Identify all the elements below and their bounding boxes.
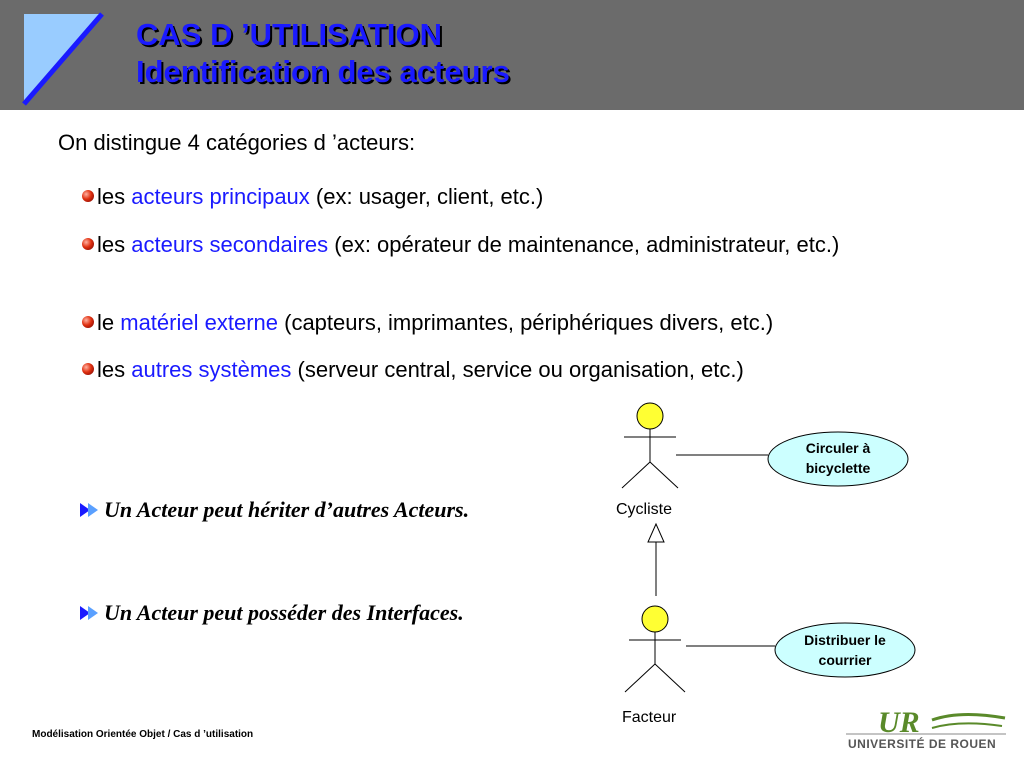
actor-label-cycliste: Cycliste	[616, 501, 673, 518]
note-item: Un Acteur peut posséder des Interfaces.	[80, 600, 464, 626]
bullet-highlight: matériel externe	[120, 310, 278, 335]
actor-cycliste-figure	[621, 402, 679, 489]
bullet-ball-icon	[82, 316, 94, 329]
actor-facteur-figure	[624, 605, 686, 693]
usecase-distribuer-ellipse	[774, 622, 916, 678]
footer-text: Modélisation Orientée Objet / Cas d ’uti…	[32, 729, 254, 740]
header-bar	[0, 0, 1024, 110]
bullet-item: le matériel externe (capteurs, imprimant…	[82, 308, 1002, 338]
bullet-ball-icon	[82, 238, 94, 251]
bullet-item: les acteurs secondaires (ex: opérateur d…	[82, 230, 1002, 260]
bullet-item: les autres systèmes (serveur central, se…	[82, 355, 1002, 385]
bullet-item: les acteurs principaux (ex: usager, clie…	[82, 182, 1002, 212]
page-title-line2: Identification des acteurs	[136, 54, 510, 89]
actor-label-facteur: Facteur	[622, 709, 677, 726]
page-title-line1: CAS D ’UTILISATION	[136, 17, 442, 52]
bullet-ball-icon	[82, 363, 94, 376]
corner-triangle-decoration	[22, 12, 104, 106]
double-arrow-icon	[80, 502, 98, 517]
usecase-label-distribuer: Distribuer le courrier	[804, 632, 886, 668]
double-arrow-icon	[80, 605, 98, 620]
generalization-arrowhead	[647, 522, 665, 543]
university-logo: UR	[846, 706, 1006, 739]
bullet-highlight: acteurs principaux	[131, 184, 310, 209]
bullet-ball-icon	[82, 190, 94, 203]
usecase-circuler-ellipse	[767, 431, 909, 487]
university-name: UNIVERSITÉ DE ROUEN	[848, 737, 997, 751]
bullet-highlight: autres systèmes	[131, 357, 292, 382]
bullet-highlight: acteurs secondaires	[131, 232, 329, 257]
note-item: Un Acteur peut hériter d’autres Acteurs.	[80, 497, 469, 523]
intro-text: On distingue 4 catégories d ’acteurs:	[58, 130, 416, 155]
usecase-label-circuler: Circuler à bicyclette	[805, 440, 871, 476]
